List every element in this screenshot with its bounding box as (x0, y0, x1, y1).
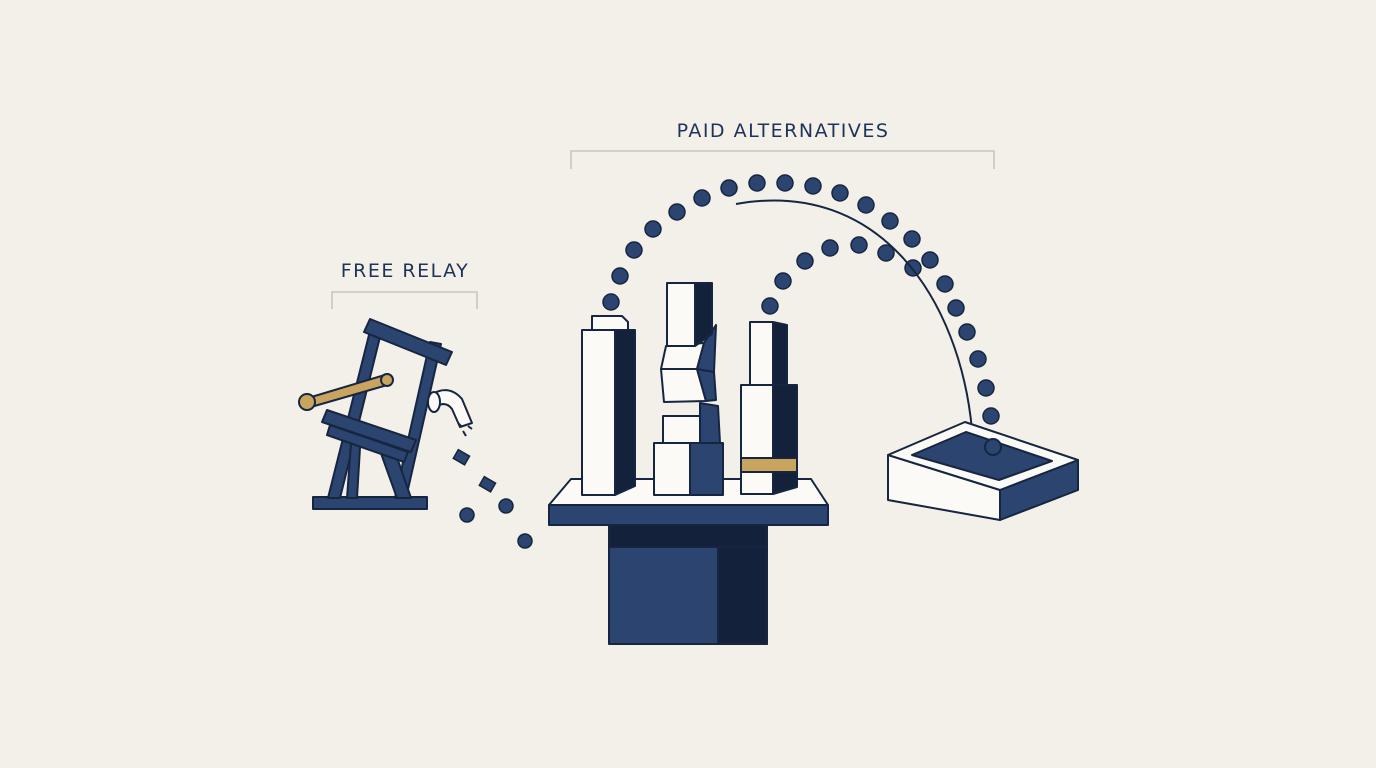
outer-dot-13 (881, 212, 899, 230)
outer-dot-19 (969, 350, 987, 368)
outer-dot-10 (804, 177, 822, 195)
outer-dot-9 (776, 174, 794, 192)
inner-dot-2 (774, 272, 792, 290)
outer-dot-17 (947, 299, 965, 317)
inner-dot-1 (761, 297, 779, 315)
paid-alternatives-label: PAID ALTERNATIVES (676, 120, 890, 142)
broken-scaffold-icon (298, 318, 473, 510)
outer-dot-16 (936, 275, 954, 293)
tower-3 (740, 321, 798, 495)
inner-dot-arc (761, 236, 922, 315)
outer-dot-21 (982, 407, 1000, 425)
paid-alternatives-bracket (570, 150, 995, 169)
outer-dot-3 (625, 241, 643, 259)
free-relay-bracket (331, 291, 478, 309)
outer-dot-14 (903, 230, 921, 248)
outer-dot-8 (748, 174, 766, 192)
basin-icon (887, 421, 1079, 521)
leak-drops (452, 422, 533, 549)
outer-dot-12 (857, 196, 875, 214)
outer-dot-11 (831, 184, 849, 202)
inner-dot-6 (877, 244, 895, 262)
inner-dot-4 (821, 239, 839, 257)
outer-dot-4 (644, 220, 662, 238)
outer-dot-18 (958, 323, 976, 341)
outer-dot-5 (668, 203, 686, 221)
inner-dot-3 (796, 252, 814, 270)
outer-dot-15 (921, 251, 939, 269)
outer-dot-6 (693, 189, 711, 207)
trajectory-line (735, 199, 973, 431)
free-relay-label: FREE RELAY (340, 260, 470, 282)
outer-dot-7 (720, 179, 738, 197)
outer-dot-20 (977, 379, 995, 397)
tower-2 (653, 282, 724, 496)
outer-dot-1 (602, 293, 620, 311)
outer-dot-2 (611, 267, 629, 285)
outer-dot-arc (602, 174, 1002, 456)
inner-dot-5 (850, 236, 868, 254)
tower-1 (581, 315, 636, 496)
pedestal-icon (548, 478, 829, 645)
